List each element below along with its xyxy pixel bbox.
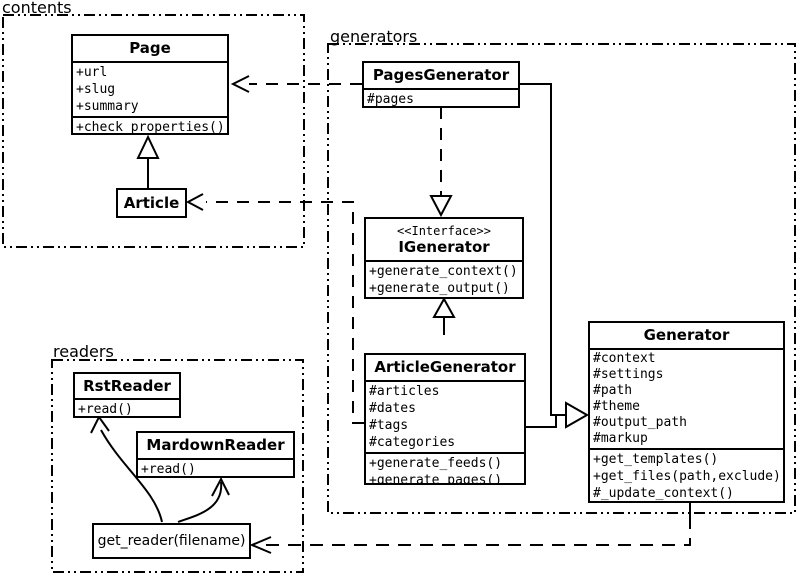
- open-arrowhead-icon: [185, 193, 204, 211]
- attributes-section: +url +slug +summary: [73, 61, 227, 116]
- class-box-page: Page +url +slug +summary +check_properti…: [71, 34, 229, 135]
- class-box-articlegenerator: ArticleGenerator #articles #dates #tags …: [364, 353, 526, 485]
- package-border-generators: [327, 43, 796, 514]
- methods-section: +read(): [138, 458, 293, 477]
- attribute: #markup: [593, 431, 648, 446]
- class-name: RstReader: [83, 376, 171, 395]
- method: +get_templates(): [593, 452, 719, 467]
- attribute: #dates: [369, 401, 416, 416]
- open-arrowhead-icon: [249, 536, 272, 554]
- methods-section: +get_templates() +get_files(path,exclude…: [590, 448, 783, 501]
- attributes-section: #articles #dates #tags #categories: [366, 380, 524, 452]
- attribute: +slug: [76, 82, 116, 97]
- method: +generate_feeds(): [369, 456, 503, 471]
- attribute: #articles: [369, 384, 440, 399]
- method: +generate_context(): [369, 264, 518, 279]
- open-arrowhead-icon: [90, 415, 110, 434]
- package-label-readers: readers: [53, 342, 114, 361]
- package-border-contents: [2, 14, 305, 248]
- class-box-generator: Generator #context #settings #path #them…: [588, 321, 785, 503]
- methods-section: +check_properties(): [73, 116, 227, 135]
- methods-section: +read(): [75, 398, 179, 417]
- attribute: #path: [593, 383, 633, 398]
- attribute: #tags: [369, 418, 409, 433]
- attribute: #categories: [369, 435, 456, 450]
- package-label-contents: contents: [2, 0, 72, 17]
- method: #_update_context(): [593, 486, 734, 501]
- class-stereotype: <<Interface>>: [397, 223, 491, 238]
- class-name: Article: [123, 193, 180, 212]
- attribute: #output_path: [593, 415, 687, 430]
- hollow-triangle-icon: [429, 195, 453, 218]
- method: +read(): [141, 462, 196, 477]
- method: +generate_output(): [369, 281, 510, 296]
- edge-articlegenerator-extends-generator: [525, 415, 557, 428]
- function-label: get_reader(filename): [97, 533, 246, 549]
- package-label-generators: generators: [330, 27, 418, 46]
- open-arrowhead-icon: [230, 75, 250, 93]
- method: +check_properties(): [76, 120, 225, 135]
- method: +get_files(path,exclude): [593, 469, 781, 484]
- class-name: MardownReader: [146, 436, 285, 454]
- edge-getreader-to-mardownreader: [177, 481, 223, 523]
- hollow-triangle-icon: [432, 296, 456, 318]
- class-box-igenerator: <<Interface>> IGenerator +generate_conte…: [364, 217, 524, 299]
- method: +read(): [78, 402, 133, 417]
- attributes-section: #context #settings #path #theme #output_…: [590, 348, 783, 448]
- attribute: +summary: [76, 99, 139, 114]
- class-name: Page: [129, 39, 171, 57]
- methods-section: +generate_context() +generate_output(): [366, 260, 522, 297]
- attribute: #settings: [593, 367, 664, 382]
- class-name: Generator: [643, 326, 730, 344]
- edge-getreader-to-rstreader: [100, 429, 163, 523]
- class-name: IGenerator: [398, 237, 490, 256]
- class-name: ArticleGenerator: [374, 358, 516, 376]
- hollow-triangle-icon: [565, 401, 590, 429]
- edge-pagesgenerator-extends-generator: [519, 83, 566, 416]
- attribute: #context: [593, 351, 656, 366]
- class-box-mardownreader: MardownReader +read(): [136, 431, 295, 478]
- methods-section: +generate_feeds() +generate_pages(): [366, 452, 524, 485]
- function-box-get-reader: get_reader(filename): [92, 523, 251, 559]
- package-border-readers: [51, 359, 304, 573]
- class-box-pagesgenerator: PagesGenerator #pages: [362, 61, 520, 108]
- edge-generator-uses-getreader: [264, 516, 691, 546]
- method: +generate_pages(): [369, 473, 503, 485]
- class-box-article: Article: [116, 188, 187, 218]
- edge-articlegenerator-uses-article: [206, 201, 364, 424]
- class-name: PagesGenerator: [372, 66, 510, 84]
- attribute: +url: [76, 65, 108, 80]
- hollow-triangle-icon: [136, 134, 160, 159]
- class-box-rstreader: RstReader +read(): [73, 372, 181, 418]
- attribute: #theme: [593, 399, 640, 414]
- open-arrowhead-icon: [211, 476, 230, 497]
- attributes-section: #pages: [364, 88, 518, 107]
- attribute: #pages: [367, 92, 414, 107]
